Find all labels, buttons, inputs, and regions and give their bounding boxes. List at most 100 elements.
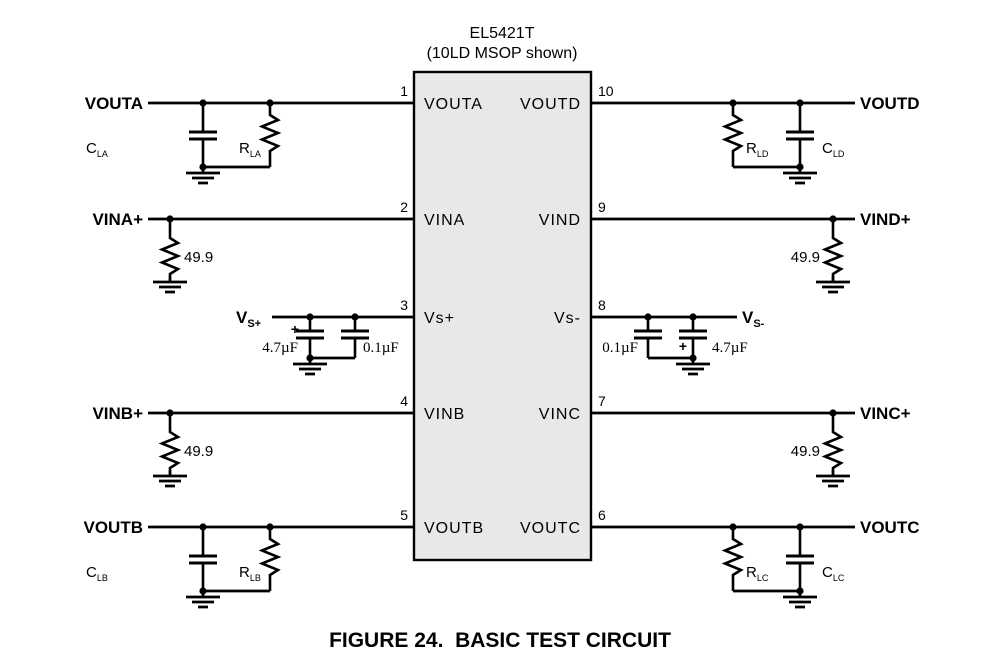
value-bulk-cap-vs-minus: 4.7µF xyxy=(712,340,748,356)
polarity-plus-vs-minus: + xyxy=(679,338,687,354)
junction-dot xyxy=(351,313,359,321)
value-term-vind: 49.9 xyxy=(791,249,820,266)
terminal-vind-plus: VIND+ xyxy=(860,210,911,229)
label-clb: CLB xyxy=(86,564,108,583)
ground-term-vina xyxy=(153,276,187,294)
capacitor-clb xyxy=(189,527,217,591)
label-cla: CLA xyxy=(86,140,108,159)
value-term-vina: 49.9 xyxy=(184,249,213,266)
terminal-vinc-plus: VINC+ xyxy=(860,404,911,423)
label-rlb: RLB xyxy=(239,564,261,583)
ic-pin-voutb: VOUTB xyxy=(424,520,484,537)
component-labels: CLA RLA CLB RLB RLD CLD RLC CLC 49.9 49.… xyxy=(86,140,845,583)
resistor-rlc xyxy=(721,527,745,591)
capacitor-bypass-vs-minus xyxy=(634,317,662,358)
vs-minus-main: V xyxy=(742,308,754,327)
junction-dot xyxy=(306,313,314,321)
terminal-vinb-plus: VINB+ xyxy=(92,404,143,423)
ground-term-vinc xyxy=(816,470,850,488)
polarity-plus-vs-plus: + xyxy=(291,321,299,337)
value-bypass-cap-vs-plus: 0.1µF xyxy=(363,340,399,356)
pin-number-2: 2 xyxy=(400,199,408,215)
terminal-vs-minus: VS- xyxy=(742,308,765,330)
terminal-voutb: VOUTB xyxy=(84,518,144,537)
resistor-term-vinc xyxy=(821,413,845,470)
junction-dot xyxy=(829,215,837,223)
ic-pin-vouta: VOUTA xyxy=(424,96,483,113)
ic-pin-names: VOUTA VINA Vs+ VINB VOUTB VOUTD VIND Vs-… xyxy=(424,96,581,537)
junction-dot xyxy=(266,99,274,107)
junction-dot xyxy=(796,163,804,171)
ic-pin-numbers-left: 1 2 3 4 5 xyxy=(400,83,408,523)
terminal-voutd: VOUTD xyxy=(860,94,920,113)
wires xyxy=(148,101,855,593)
junction-dot xyxy=(796,99,804,107)
label-cld: CLD xyxy=(822,140,845,159)
value-bulk-cap-vs-plus: 4.7µF xyxy=(262,340,298,356)
ic-pin-voutd: VOUTD xyxy=(520,96,581,113)
figure-caption: FIGURE 24. BASIC TEST CIRCUIT xyxy=(329,629,671,652)
junction-dot xyxy=(199,523,207,531)
pin-number-10: 10 xyxy=(598,83,614,99)
terminal-labels: VOUTA VINA+ VS+ VINB+ VOUTB VOUTD VIND+ … xyxy=(84,94,920,537)
ic-pin-vs-minus: Vs- xyxy=(554,310,581,327)
ic-body: EL5421T (10LD MSOP shown) xyxy=(412,25,593,562)
ground-term-vind xyxy=(816,276,850,294)
capacitor-clc xyxy=(786,527,814,591)
resistors xyxy=(158,103,845,591)
junction-dot xyxy=(644,313,652,321)
ic-pin-vinb: VINB xyxy=(424,406,465,423)
pin-number-4: 4 xyxy=(400,393,408,409)
terminal-vs-plus: VS+ xyxy=(236,308,261,330)
label-rlc: RLC xyxy=(746,564,769,583)
value-term-vinc: 49.9 xyxy=(791,443,820,460)
ground-term-vinb xyxy=(153,470,187,488)
junction-dot xyxy=(796,587,804,595)
resistor-rlb xyxy=(258,527,282,591)
resistor-rla xyxy=(258,103,282,167)
ic-outline xyxy=(412,70,593,562)
vs-minus-subscript: S- xyxy=(753,318,764,330)
capacitor-cla xyxy=(189,103,217,167)
pin-number-9: 9 xyxy=(598,199,606,215)
junction-dot xyxy=(729,523,737,531)
junction-dot xyxy=(266,523,274,531)
terminal-vouta: VOUTA xyxy=(85,94,143,113)
ic-pin-vind: VIND xyxy=(539,212,581,229)
junction-dot xyxy=(829,409,837,417)
resistor-term-vind xyxy=(821,219,845,276)
resistor-term-vinb xyxy=(158,413,182,470)
junction-dot xyxy=(199,99,207,107)
capacitor-cld xyxy=(786,103,814,167)
label-rla: RLA xyxy=(239,140,261,159)
capacitor-bulk-vs-plus xyxy=(296,317,324,358)
pin-number-7: 7 xyxy=(598,393,606,409)
ic-pin-vs-plus: Vs+ xyxy=(424,310,455,327)
junction-dot xyxy=(689,354,697,362)
pin-number-6: 6 xyxy=(598,507,606,523)
ic-pin-numbers-right: 10 9 8 7 6 xyxy=(598,83,614,523)
ic-device-name: EL5421T xyxy=(470,25,535,42)
vs-plus-main: V xyxy=(236,308,248,327)
resistor-term-vina xyxy=(158,219,182,276)
junction-dot xyxy=(166,409,174,417)
junction-dots xyxy=(166,99,837,595)
terminal-voutc: VOUTC xyxy=(860,518,920,537)
junction-dot xyxy=(689,313,697,321)
vs-plus-subscript: S+ xyxy=(247,318,261,330)
pin-number-5: 5 xyxy=(400,507,408,523)
junction-dot xyxy=(306,354,314,362)
ic-pin-vinc: VINC xyxy=(539,406,581,423)
pin-number-8: 8 xyxy=(598,297,606,313)
junction-dot xyxy=(199,163,207,171)
resistor-rld xyxy=(721,103,745,167)
ic-package-note: (10LD MSOP shown) xyxy=(427,45,578,62)
ic-pin-voutc: VOUTC xyxy=(520,520,581,537)
junction-dot xyxy=(199,587,207,595)
junction-dot xyxy=(166,215,174,223)
junction-dot xyxy=(729,99,737,107)
label-clc: CLC xyxy=(822,564,845,583)
junction-dot xyxy=(796,523,804,531)
label-rld: RLD xyxy=(746,140,769,159)
